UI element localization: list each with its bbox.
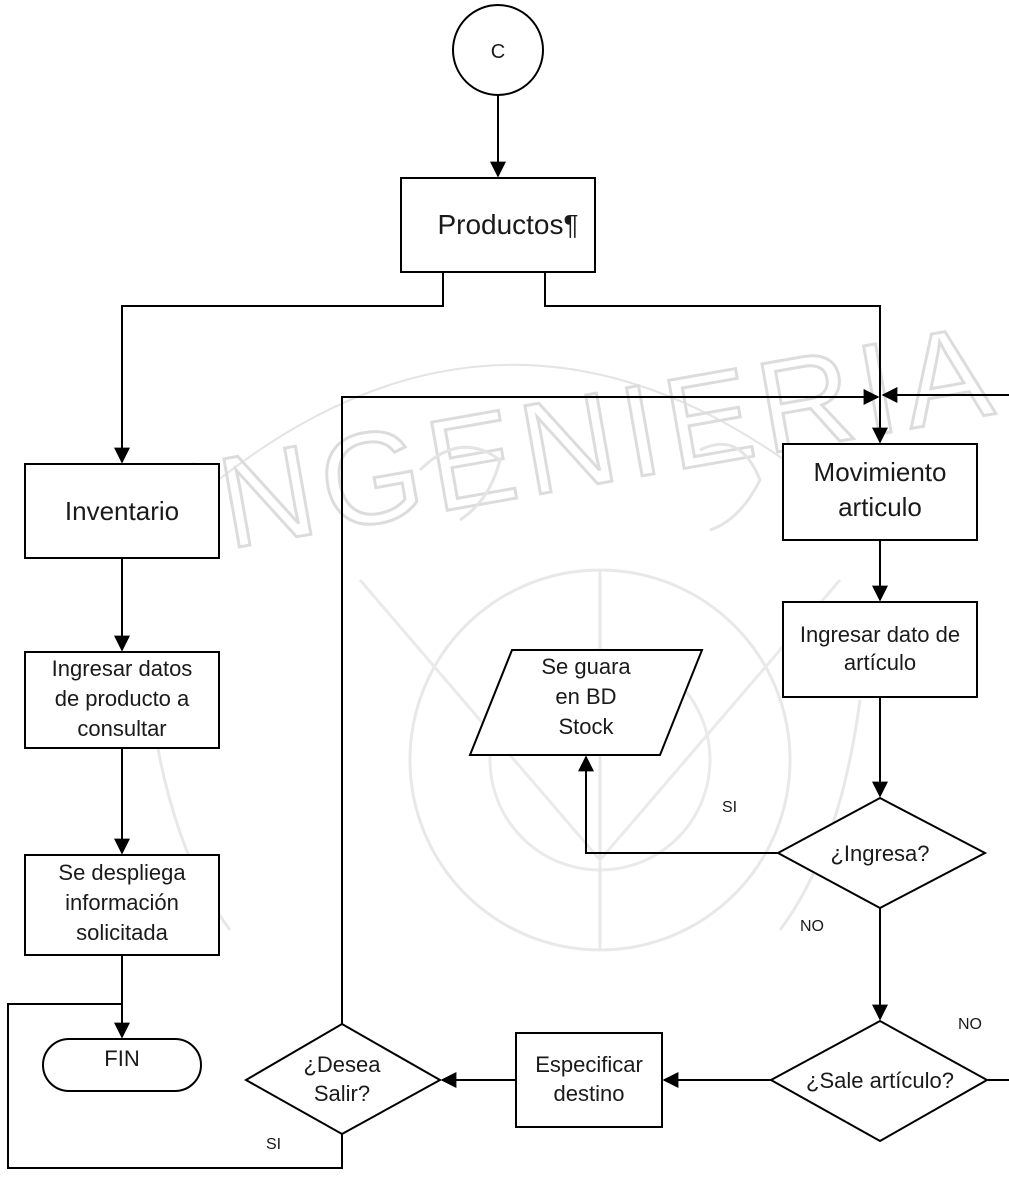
edge-productos-movimiento (544, 272, 888, 444)
node-ingresar-datos: Ingresar datos de producto a consultar (24, 651, 220, 749)
node-sale: ¿Sale artículo? (768, 1019, 990, 1143)
node-ingresar-datos-line-2: de producto a (55, 686, 190, 711)
node-se-despliega-line-3: solicitada (76, 920, 168, 945)
node-desea-salir-line-2: Salir? (314, 1081, 370, 1106)
edge-label-salir-si: SI (266, 1136, 281, 1153)
edge-salir-loop (341, 389, 880, 1024)
node-inventario: Inventario (24, 463, 220, 559)
node-fin-label: FIN (104, 1046, 139, 1071)
edge-salir-fin (7, 1003, 343, 1169)
node-inventario-label: Inventario (65, 496, 179, 526)
edge-label-sale-no: NO (958, 1016, 982, 1033)
edge-label-ingresa-si: SI (722, 799, 737, 816)
node-se-guara-line-1: Se guara (541, 654, 631, 679)
edges (7, 95, 1009, 1169)
edge-ingresa-se-guara (578, 755, 778, 854)
node-se-despliega: Se despliega información solicitada (24, 854, 220, 956)
node-ingresar-dato-line-2: artículo (844, 650, 916, 675)
node-ingresar-dato: Ingresar dato de artículo (782, 601, 978, 698)
edge-productos-inventario (114, 272, 444, 464)
node-ingresa: ¿Ingresa? (775, 796, 988, 910)
node-se-guara-line-3: Stock (558, 714, 614, 739)
node-especificar-line-1: Especificar (535, 1052, 643, 1077)
node-movimiento: Movimiento articulo (782, 443, 978, 541)
node-ingresar-datos-line-1: Ingresar datos (52, 656, 193, 681)
node-desea-salir-line-1: ¿Desea (303, 1052, 381, 1077)
node-movimiento-line-1: Movimiento (814, 457, 947, 487)
node-se-despliega-line-1: Se despliega (58, 860, 186, 885)
node-especificar: Especificar destino (515, 1032, 663, 1128)
node-se-guara: Se guara en BD Stock (468, 649, 704, 756)
node-ingresar-datos-line-3: consultar (77, 716, 166, 741)
connector-c-label: C (491, 41, 505, 63)
node-sale-label: ¿Sale artículo? (806, 1068, 954, 1093)
node-fin: FIN (42, 1038, 202, 1092)
node-desea-salir: ¿Desea Salir? (243, 1022, 443, 1136)
connector-c: C (452, 4, 544, 96)
node-movimiento-line-2: articulo (838, 492, 922, 522)
node-especificar-line-2: destino (554, 1081, 625, 1106)
node-productos: Productos¶ (400, 177, 596, 273)
node-ingresar-dato-line-1: Ingresar dato de (800, 622, 960, 647)
node-ingresa-label: ¿Ingresa? (830, 841, 929, 866)
node-se-despliega-line-2: información (65, 890, 179, 915)
node-se-guara-line-2: en BD (555, 684, 616, 709)
node-productos-label: Productos¶ (437, 209, 578, 240)
edge-label-ingresa-no: NO (800, 918, 824, 935)
